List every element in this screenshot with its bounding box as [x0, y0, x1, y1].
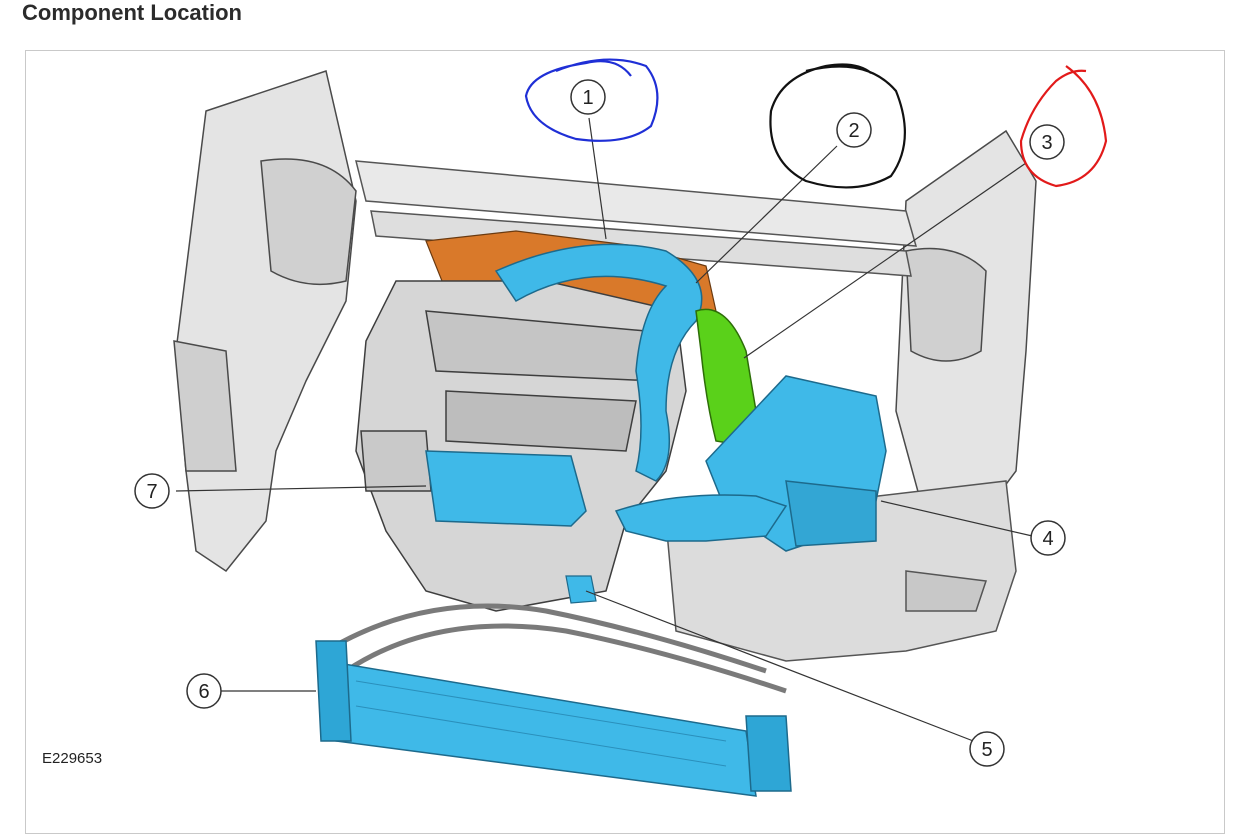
callout-7: 7 [134, 473, 170, 509]
leader-lines [175, 117, 1042, 745]
svg-text:3: 3 [1041, 132, 1052, 154]
right-strut-tower [895, 129, 1037, 522]
annotation-red-circle [1019, 65, 1108, 188]
coolant-pipes [324, 603, 787, 694]
component-7-plate [425, 450, 587, 527]
callout-5: 5 [969, 731, 1005, 767]
component-5-fitting [565, 575, 597, 604]
page-title: Component Location [22, 0, 242, 25]
engine-block [355, 280, 687, 612]
cross-member [355, 160, 918, 277]
svg-text:6: 6 [198, 681, 209, 703]
callout-1: 1 [570, 79, 606, 115]
charge-air-tube [494, 243, 703, 482]
callout-2: 2 [836, 112, 872, 148]
annotation-black-circle [769, 63, 906, 189]
callout-4: 4 [1030, 520, 1066, 556]
callout-3: 3 [1029, 124, 1065, 160]
callout-6: 6 [186, 673, 222, 709]
engine-diagram: 1 2 3 4 5 6 7 [134, 58, 1108, 797]
intercooler [315, 640, 792, 797]
figure-reference: E229653 [42, 750, 103, 767]
svg-text:7: 7 [146, 481, 157, 503]
annotation-blue-circle [524, 58, 659, 142]
svg-text:1: 1 [582, 87, 593, 109]
svg-text:4: 4 [1042, 528, 1053, 550]
outlet-duct [614, 494, 788, 542]
left-strut-tower [173, 70, 357, 573]
svg-text:5: 5 [981, 739, 992, 761]
diagram-frame: 1 2 3 4 5 6 7 [25, 50, 1225, 834]
svg-text:2: 2 [848, 120, 859, 142]
